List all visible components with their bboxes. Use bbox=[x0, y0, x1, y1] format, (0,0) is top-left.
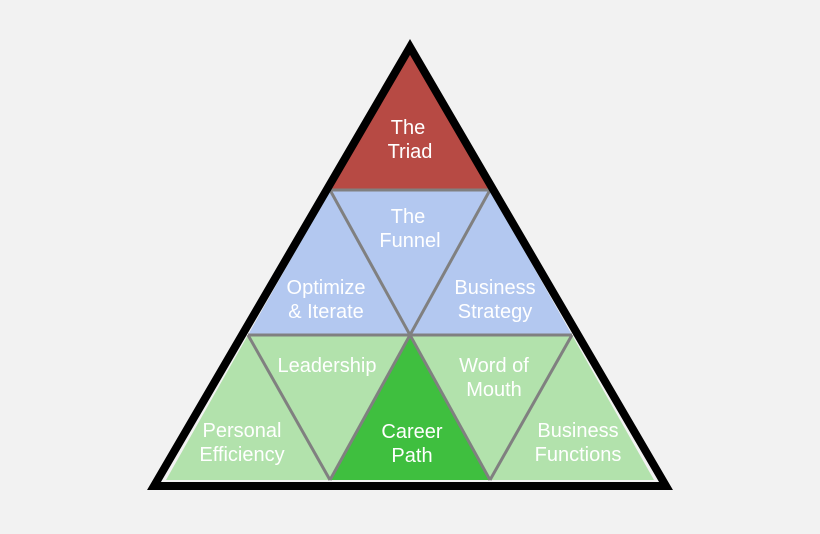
word-of-mouth-label-line2: Mouth bbox=[466, 379, 522, 401]
funnel-label-line1: The bbox=[391, 206, 425, 228]
triad-label-line2: Triad bbox=[388, 141, 433, 163]
word-of-mouth-segment bbox=[410, 335, 572, 480]
triad-label-line1: The bbox=[391, 117, 425, 139]
pyramid-outline bbox=[147, 39, 673, 490]
business-functions-label-line1: Business bbox=[537, 420, 618, 442]
optimize-label-line2: & Iterate bbox=[288, 301, 364, 323]
career-path-label-line1: Career bbox=[381, 421, 442, 443]
optimize-segment bbox=[248, 190, 410, 335]
career-path-label-line2: Path bbox=[391, 445, 432, 467]
triad-segment bbox=[330, 47, 490, 190]
leadership-segment bbox=[248, 335, 410, 480]
personal-efficiency-segment bbox=[166, 335, 330, 480]
career-path-segment bbox=[330, 335, 490, 480]
word-of-mouth-label-line1: Word of bbox=[459, 355, 529, 377]
divider-lines bbox=[246, 188, 574, 481]
funnel-label-line2: Funnel bbox=[379, 230, 440, 252]
personal-efficiency-label-line1: Personal bbox=[203, 420, 282, 442]
business-strategy-segment bbox=[410, 190, 572, 335]
business-functions-label-line2: Functions bbox=[535, 444, 622, 466]
business-functions-segment bbox=[490, 335, 654, 480]
business-strategy-label-line2: Strategy bbox=[458, 301, 532, 323]
business-strategy-label-line1: Business bbox=[454, 277, 535, 299]
personal-efficiency-label-line2: Efficiency bbox=[199, 444, 284, 466]
leadership-label: Leadership bbox=[278, 355, 377, 377]
optimize-label-line1: Optimize bbox=[287, 277, 366, 299]
funnel-segment bbox=[330, 190, 490, 335]
